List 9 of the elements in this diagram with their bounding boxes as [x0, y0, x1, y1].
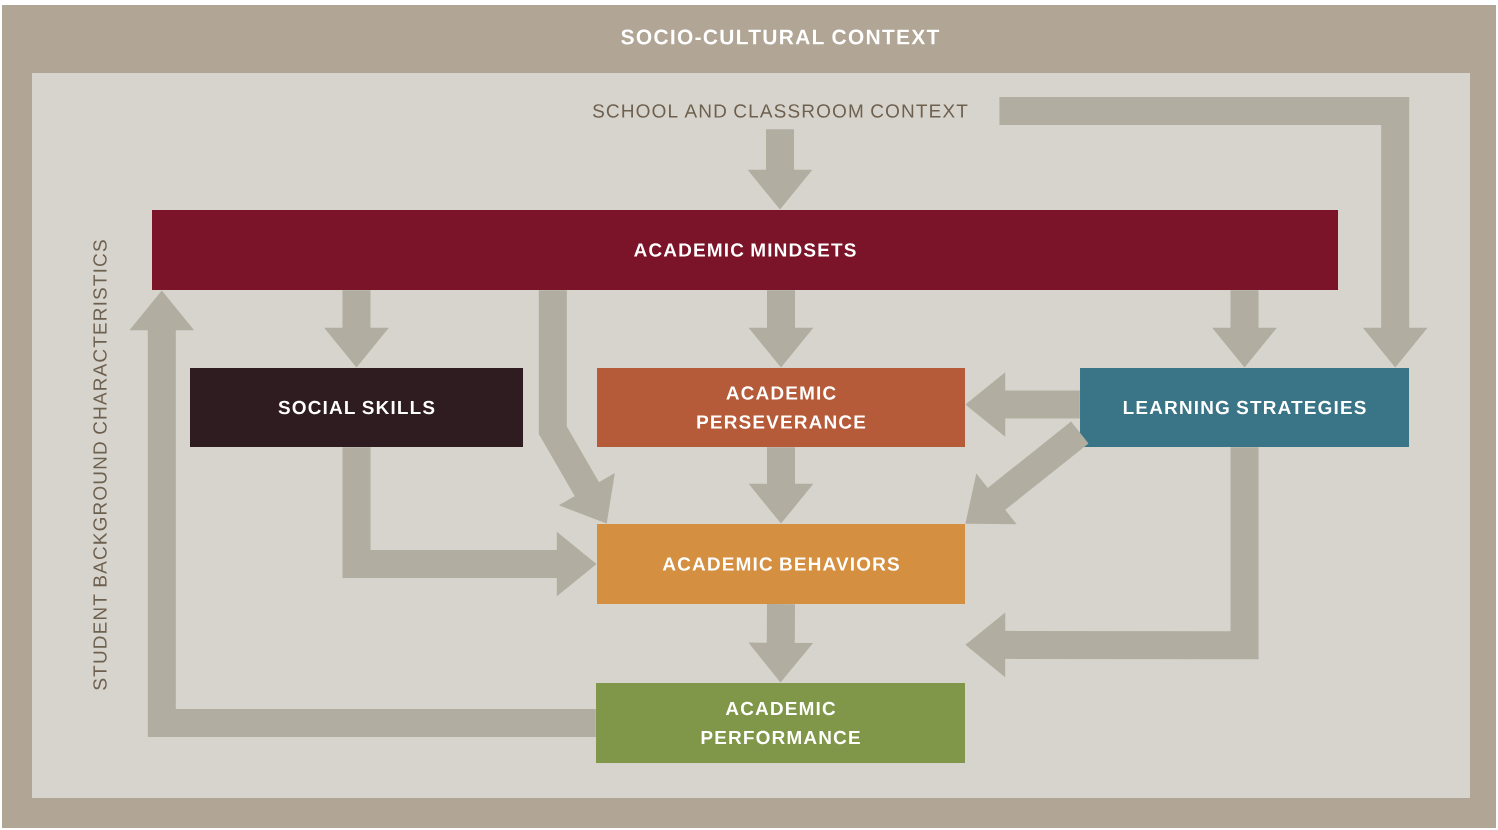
factor-box: ACADEMIC BEHAVIORS: [597, 524, 965, 604]
factor-box: LEARNING STRATEGIES: [1080, 368, 1409, 447]
heading: SOCIO-CULTURAL CONTEXT: [621, 29, 940, 45]
context-label: STUDENT BACKGROUND CHARACTERISTICS: [93, 240, 107, 690]
factor-box: ACADEMIC MINDSETS: [152, 210, 1338, 290]
factor-box: ACADEMIC PERFORMANCE: [596, 683, 965, 763]
context-label: SCHOOL AND CLASSROOM CONTEXT: [593, 104, 968, 118]
factor-box: ACADEMIC PERSEVERANCE: [597, 368, 965, 447]
factor-box: SOCIAL SKILLS: [190, 368, 523, 447]
